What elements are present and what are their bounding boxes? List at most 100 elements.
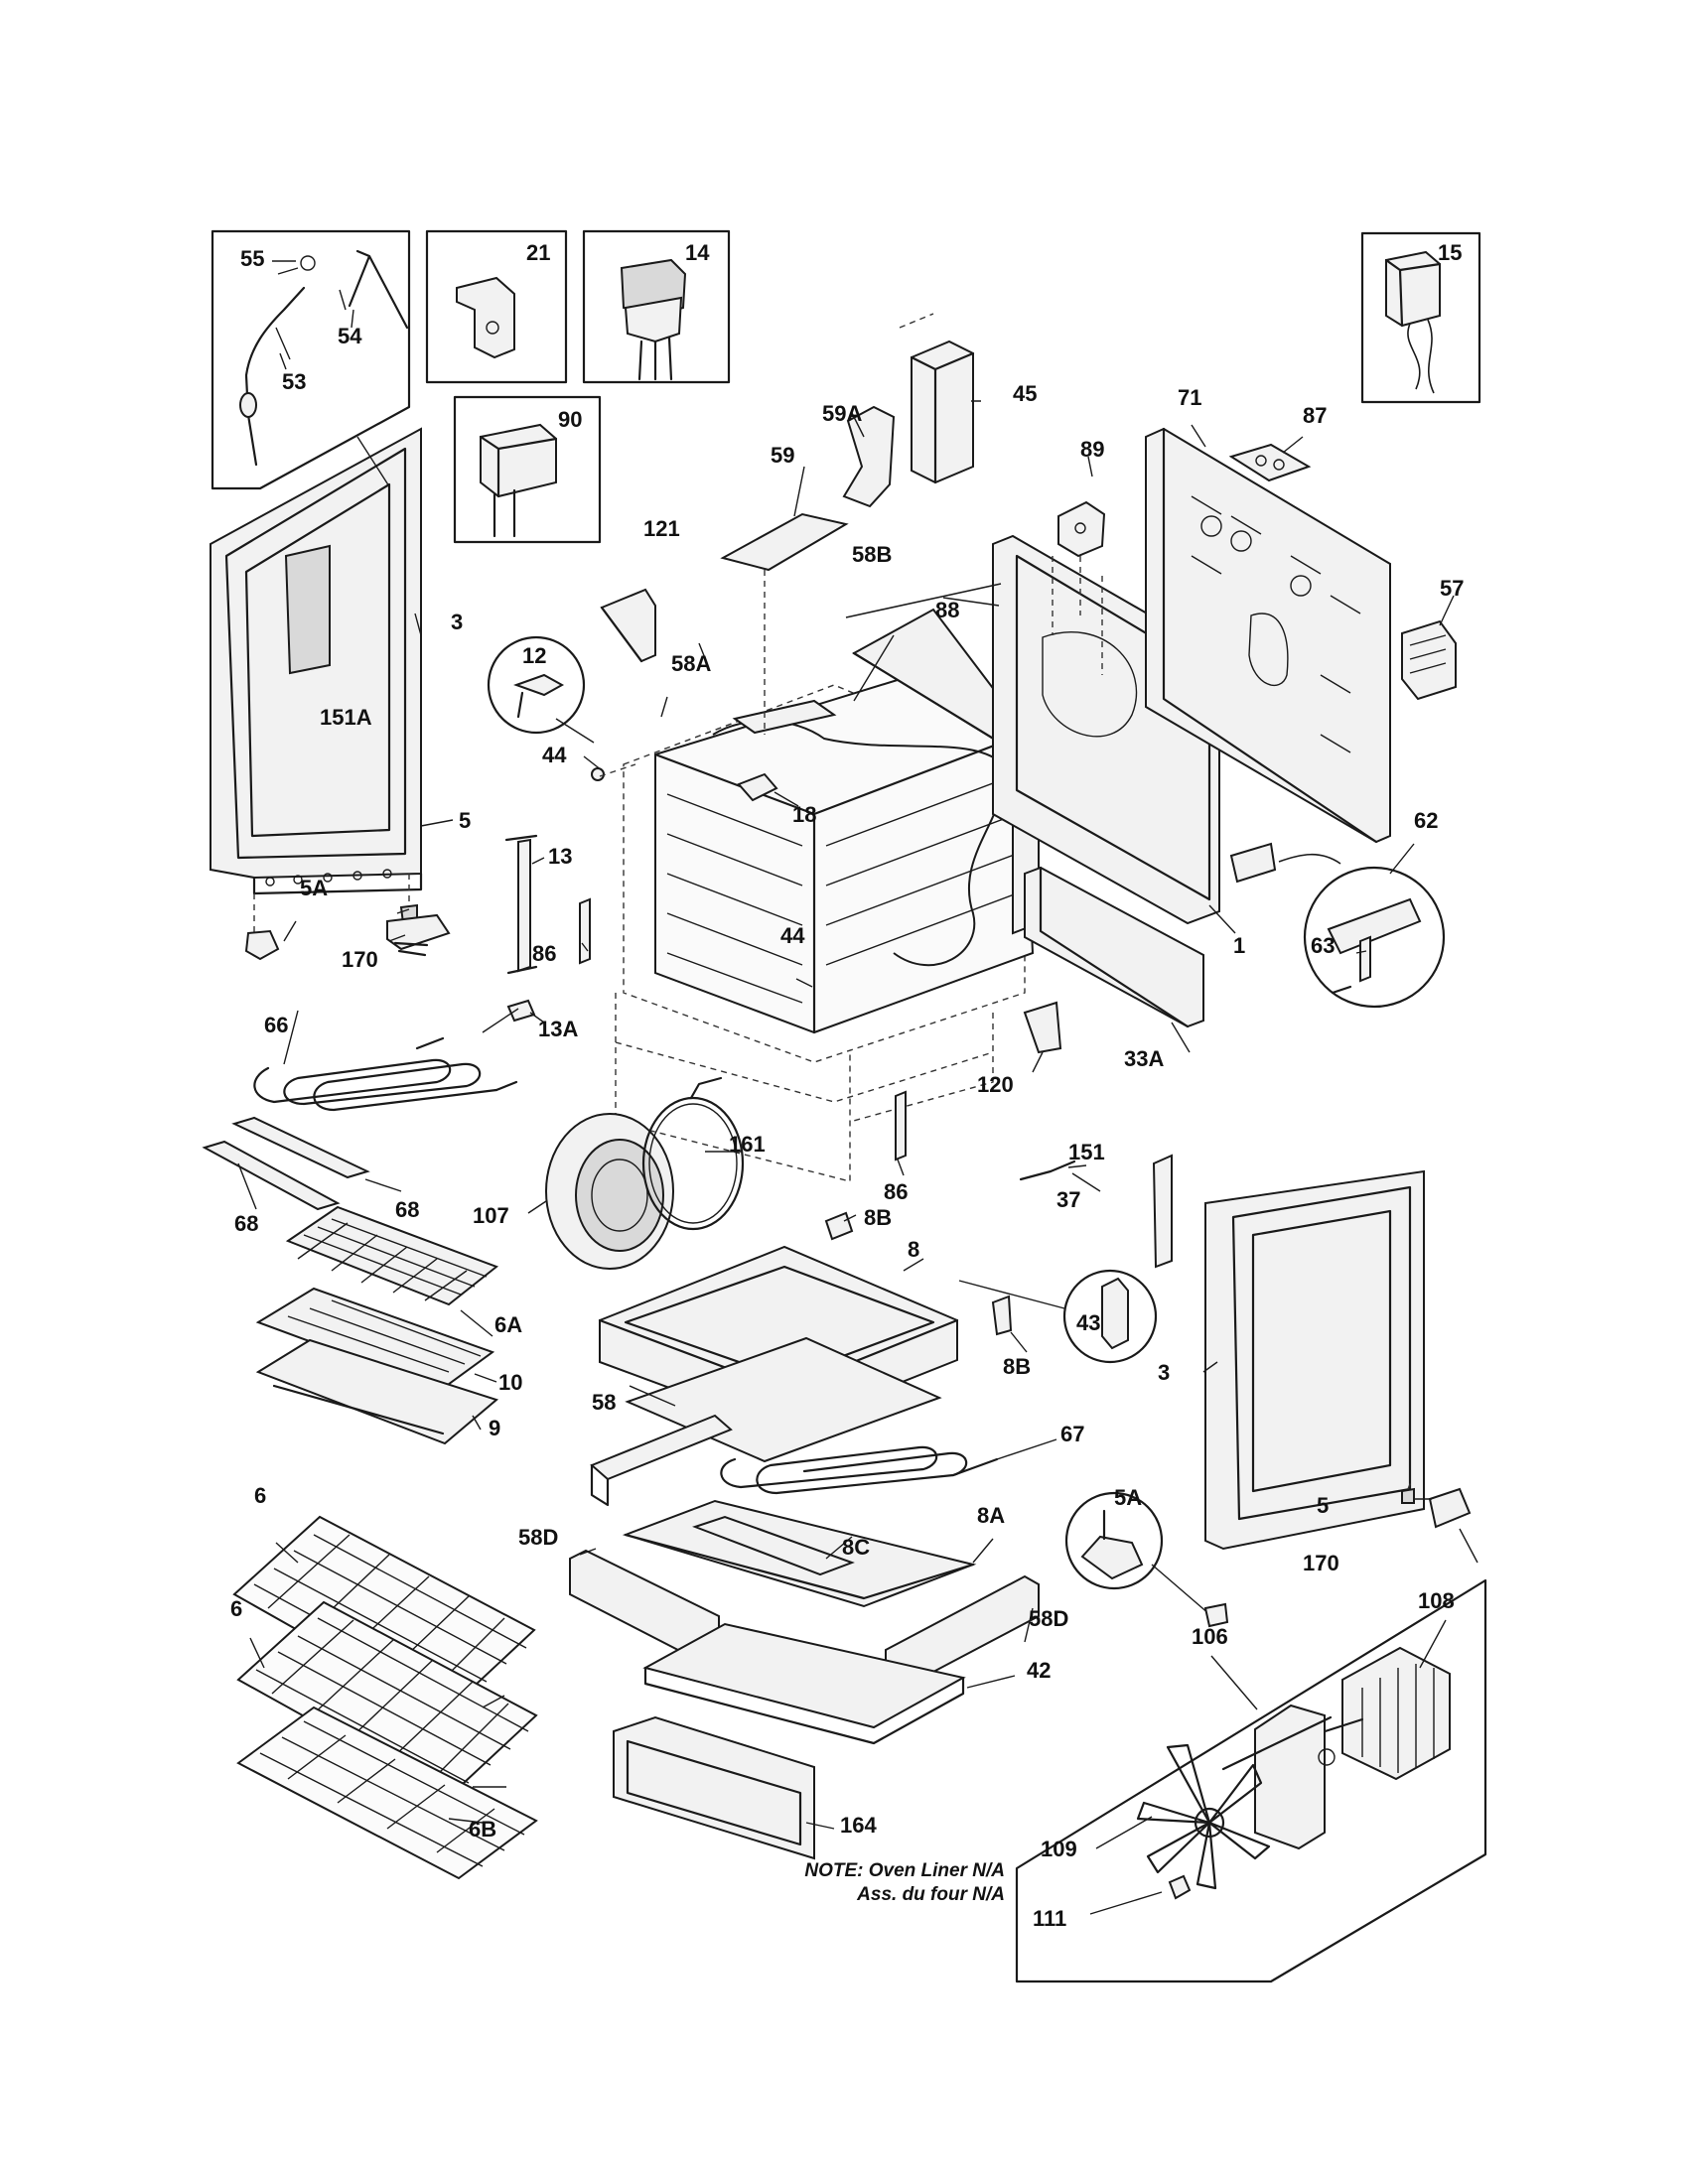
broil-rack-6A xyxy=(285,1205,499,1306)
label-109: 109 xyxy=(1041,1837,1077,1861)
callout-circle-part-12 xyxy=(487,635,636,781)
part-labels: 55 54 53 21 14 15 90 45 59A 59 121 89 71… xyxy=(230,240,1464,1931)
label-44-lower: 44 xyxy=(780,923,805,948)
label-90: 90 xyxy=(558,407,582,432)
label-54: 54 xyxy=(338,324,362,348)
label-89: 89 xyxy=(1080,437,1104,462)
label-68-right: 68 xyxy=(395,1197,419,1222)
label-43: 43 xyxy=(1076,1310,1100,1335)
callout-circle-part-62 xyxy=(1229,842,1446,1009)
label-1: 1 xyxy=(1233,933,1245,958)
label-55: 55 xyxy=(240,246,264,271)
note-line-2: Ass. du four N/A xyxy=(856,1884,1005,1905)
bracket-68-left xyxy=(202,1140,341,1211)
label-170-left: 170 xyxy=(342,947,378,972)
back-cover-71 xyxy=(1145,427,1391,844)
label-58D-left: 58D xyxy=(518,1525,558,1550)
bake-element-67 xyxy=(720,1445,999,1495)
oven-rack-6-middle xyxy=(236,1600,538,1799)
left-door-panel xyxy=(210,427,423,961)
label-120: 120 xyxy=(977,1072,1014,1097)
callout-circle-part-5A-lower xyxy=(1064,1491,1229,1628)
label-5-left: 5 xyxy=(459,808,471,833)
label-68-left: 68 xyxy=(234,1211,258,1236)
label-12: 12 xyxy=(522,643,546,668)
label-71: 71 xyxy=(1178,385,1201,410)
label-107: 107 xyxy=(473,1203,509,1228)
label-3-left: 3 xyxy=(451,610,463,634)
label-37: 37 xyxy=(1056,1187,1080,1212)
label-53: 53 xyxy=(282,369,306,394)
sensor-37 xyxy=(1019,1160,1076,1181)
side-panel-33A xyxy=(1024,866,1204,1028)
label-88: 88 xyxy=(935,598,959,622)
bracket-86-upper xyxy=(579,897,591,965)
label-111: 111 xyxy=(1033,1906,1066,1931)
label-151A: 151A xyxy=(320,705,372,730)
bracket-120 xyxy=(1023,1001,1062,1054)
note: NOTE: Oven Liner N/A Ass. du four N/A xyxy=(804,1860,1005,1905)
bracket-68-right xyxy=(231,1116,370,1179)
label-14: 14 xyxy=(685,240,710,265)
label-164: 164 xyxy=(840,1813,877,1838)
bracket-8B-lower xyxy=(991,1295,1013,1336)
label-151: 151 xyxy=(1068,1140,1105,1164)
inset-part-21 xyxy=(425,229,568,384)
label-8C: 8C xyxy=(842,1535,870,1560)
bottom-panel-42 xyxy=(642,1622,966,1745)
label-66: 66 xyxy=(264,1013,288,1037)
label-5-right: 5 xyxy=(1317,1493,1329,1518)
label-45: 45 xyxy=(1013,381,1037,406)
label-58D-right: 58D xyxy=(1029,1606,1068,1631)
label-21: 21 xyxy=(526,240,550,265)
inset-convection-fan-assembly xyxy=(1015,1578,1487,1983)
label-15: 15 xyxy=(1438,240,1462,265)
broil-element-66 xyxy=(253,1036,518,1112)
ring-161 xyxy=(641,1076,745,1231)
label-3-right: 3 xyxy=(1158,1360,1170,1385)
label-44-upper: 44 xyxy=(542,743,567,767)
leader-lines xyxy=(237,267,1478,1915)
inset-part-90 xyxy=(453,395,602,544)
label-6B: 6B xyxy=(469,1817,496,1842)
frame-13 xyxy=(504,834,538,975)
label-13A: 13A xyxy=(538,1017,578,1041)
label-6A: 6A xyxy=(494,1312,522,1337)
label-8B-upper: 8B xyxy=(864,1205,892,1230)
label-33A: 33A xyxy=(1124,1046,1164,1071)
inset-sensor-53-54-55 xyxy=(211,229,411,490)
label-5A-right: 5A xyxy=(1114,1485,1142,1510)
label-5A-left: 5A xyxy=(300,876,328,900)
bracket-18 xyxy=(737,772,778,802)
inset-part-15 xyxy=(1360,231,1481,404)
label-8: 8 xyxy=(908,1237,919,1262)
label-58: 58 xyxy=(592,1390,616,1415)
wire-88 xyxy=(845,583,1002,618)
box-45 xyxy=(899,313,975,484)
fan-cover-107 xyxy=(545,1113,674,1270)
label-121: 121 xyxy=(643,516,680,541)
bracket-121 xyxy=(600,588,656,663)
label-67: 67 xyxy=(1060,1422,1084,1446)
cover-57 xyxy=(1401,619,1457,701)
label-86-upper: 86 xyxy=(532,941,556,966)
bracket-8B-upper xyxy=(824,1211,854,1241)
label-18: 18 xyxy=(792,802,816,827)
label-161: 161 xyxy=(729,1132,766,1157)
hinge-170-right xyxy=(1428,1487,1472,1529)
spacer-58D-top xyxy=(590,1414,733,1507)
bracket-86-lower xyxy=(895,1090,907,1161)
oven-cavity xyxy=(623,673,1035,1063)
label-6-top: 6 xyxy=(254,1483,266,1508)
label-6-middle: 6 xyxy=(230,1596,242,1621)
hinge-170-left xyxy=(386,913,451,957)
drip-pan-9 xyxy=(255,1338,499,1445)
label-59A: 59A xyxy=(822,401,862,426)
label-86-lower: 86 xyxy=(884,1179,908,1204)
duct-59A xyxy=(842,405,896,508)
inset-part-14 xyxy=(582,229,731,384)
callout-circle-part-43 xyxy=(958,1269,1158,1364)
label-42: 42 xyxy=(1027,1658,1051,1683)
bracket-13A xyxy=(506,999,536,1023)
